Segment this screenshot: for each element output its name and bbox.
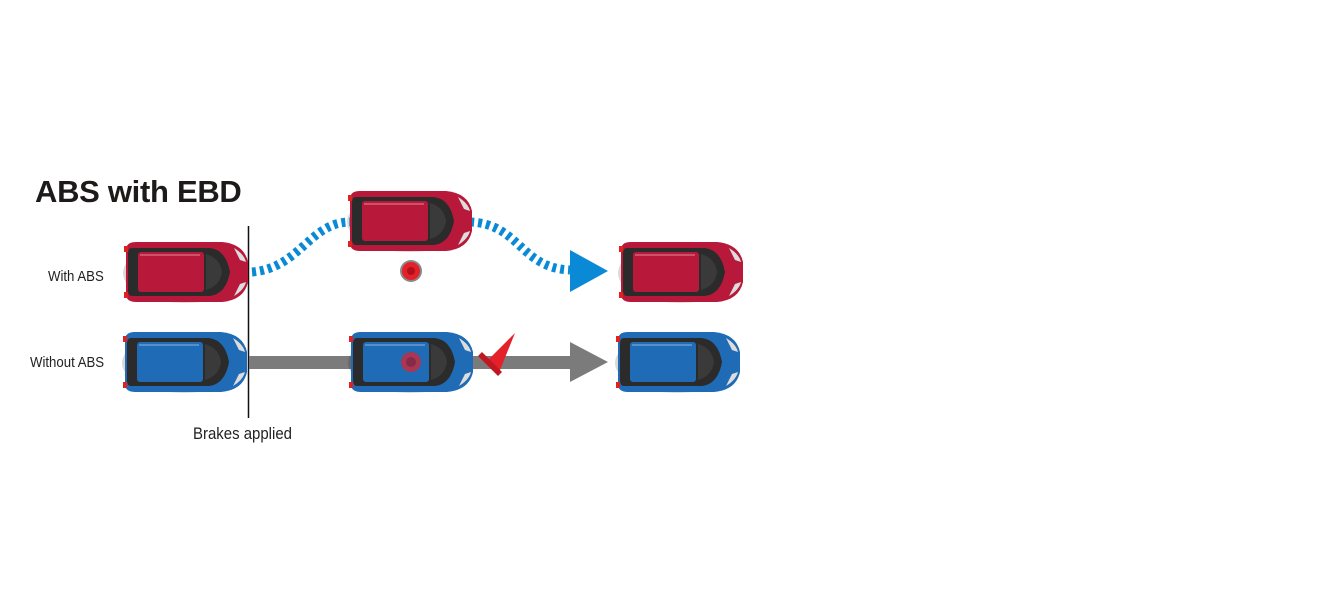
obstacle-target-icon [400, 260, 422, 282]
traffic-cone-icon [478, 333, 515, 376]
with-abs-path-left [251, 217, 351, 277]
impact-target-icon [401, 352, 421, 372]
brakes-applied-label: Brakes applied [193, 424, 292, 443]
without-abs-arrowhead-icon [570, 342, 608, 382]
blue-car-end [615, 332, 740, 393]
red-car-swerving [347, 191, 472, 252]
diagram-title: ABS with EBD [35, 174, 242, 209]
blue-car-start [122, 332, 247, 393]
with-abs-label: With ABS [48, 268, 104, 285]
without-abs-label: Without ABS [30, 354, 105, 371]
with-abs-arrowhead-icon [570, 250, 608, 292]
red-car-start [123, 242, 248, 303]
red-car-end [618, 242, 743, 303]
with-abs-path-right [469, 217, 571, 275]
